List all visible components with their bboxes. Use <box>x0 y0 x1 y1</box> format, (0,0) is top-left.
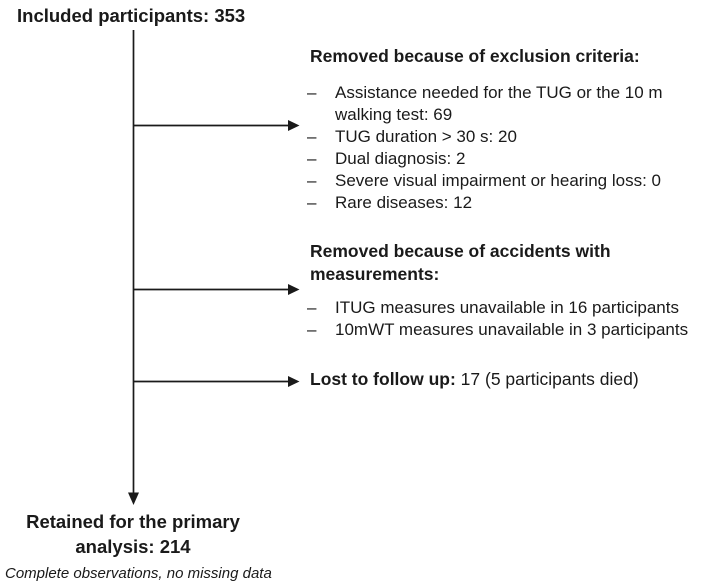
list-item-text: TUG duration > 30 s: 20 <box>335 127 517 146</box>
accidents-list: – ITUG measures unavailable in 16 partic… <box>307 297 689 341</box>
right-arrowhead-icon <box>288 376 300 387</box>
list-item-text: 10mWT measures unavailable in 3 particip… <box>335 320 689 339</box>
end-node-line2: analysis: 214 <box>75 536 191 557</box>
list-item-text: ITUG measures unavailable in 16 particip… <box>335 298 679 317</box>
list-item: – Dual diagnosis: 2 <box>307 148 685 170</box>
dash-bullet: – <box>307 320 317 339</box>
end-node-line1: Retained for the primary <box>26 511 240 532</box>
list-item: – 10mWT measures unavailable in 3 partic… <box>307 319 689 341</box>
dash-bullet: – <box>307 193 317 212</box>
list-item: – ITUG measures unavailable in 16 partic… <box>307 297 685 319</box>
list-item: – Assistance needed for the TUG or the 1… <box>307 82 685 126</box>
lost-to-follow-up-value: 17 (5 participants died) <box>460 369 639 389</box>
dash-bullet: – <box>307 149 317 168</box>
right-arrowhead-icon <box>288 284 300 295</box>
exclusion-criteria-list: – Assistance needed for the TUG or the 1… <box>307 82 685 214</box>
list-item-text: Severe visual impairment or hearing loss… <box>335 171 661 190</box>
start-node-label: Included participants: 353 <box>17 5 246 26</box>
list-item: – Severe visual impairment or hearing lo… <box>307 170 685 192</box>
list-item-text: Dual diagnosis: 2 <box>335 149 466 168</box>
dash-bullet: – <box>307 127 317 146</box>
down-arrowhead-icon <box>128 492 139 505</box>
list-item: – TUG duration > 30 s: 20 <box>307 126 685 148</box>
list-item-text: Assistance needed for the TUG or the 10 … <box>335 83 663 124</box>
dash-bullet: – <box>307 298 317 317</box>
end-node-label: Retained for the primary analysis: 214 <box>3 509 263 559</box>
list-item-text: Rare diseases: 12 <box>335 193 473 212</box>
list-item: – Rare diseases: 12 <box>307 192 685 214</box>
footnote: Complete observations, no missing data <box>5 565 272 582</box>
lost-to-follow-up-label: Lost to follow up: <box>310 369 456 389</box>
dash-bullet: – <box>307 83 317 102</box>
branch-lost-to-follow-up-label: Lost to follow up: 17 (5 participants di… <box>310 369 639 390</box>
branch-heading-exclusion-criteria: Removed because of exclusion criteria: <box>310 46 640 66</box>
dash-bullet: – <box>307 171 317 190</box>
right-arrowhead-icon <box>288 120 300 131</box>
branch-heading-accidents: Removed because of accidents with measur… <box>310 241 611 284</box>
